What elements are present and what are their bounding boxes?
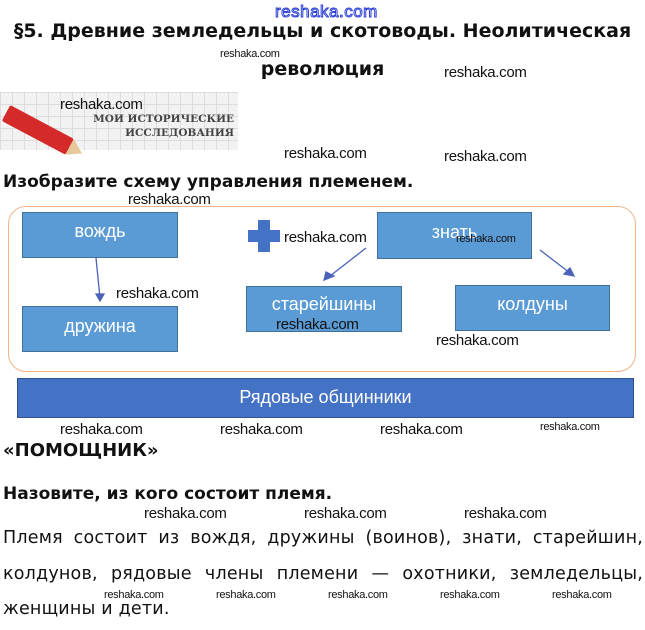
- watermark: reshaka.com: [304, 505, 387, 522]
- task-heading-tribe: Назовите, из кого состоит племя.: [3, 484, 333, 504]
- plus-icon: [248, 220, 280, 252]
- watermark: reshaka.com: [328, 589, 388, 601]
- helper-heading: «ПОМОЩНИК»: [3, 440, 159, 461]
- box-commoners: Рядовые общинники: [17, 378, 634, 418]
- banner-line2: ИССЛЕДОВАНИЯ: [125, 127, 234, 139]
- arrow-nobility-sorcerers: [539, 249, 571, 274]
- arrow-chief-squad: [95, 257, 101, 299]
- arrow-nobility-elders: [329, 247, 367, 277]
- box-sorcerers: колдуны: [455, 285, 610, 331]
- answer-text: Племя состоит из вождя, дружины (воинов)…: [3, 528, 643, 619]
- watermark: reshaka.com: [60, 96, 143, 113]
- watermark: reshaka.com: [216, 589, 276, 601]
- diagram-arrows: [94, 220, 576, 303]
- watermark: reshaka.com: [440, 589, 500, 601]
- box-chief: вождь: [22, 212, 178, 258]
- watermark: reshaka.com: [144, 505, 227, 522]
- watermark: reshaka.com: [540, 421, 600, 433]
- watermark: reshaka.com: [444, 64, 527, 81]
- watermark: reshaka.com: [456, 233, 516, 245]
- watermark: reshaka.com: [284, 145, 367, 162]
- watermark: reshaka.com: [220, 48, 280, 60]
- box-nobility: знать: [377, 212, 532, 259]
- box-squad: дружина: [22, 306, 178, 352]
- page-title: §5. Древние земледельцы и скотоводы. Нео…: [13, 20, 632, 42]
- watermark: reshaka.com: [220, 421, 303, 438]
- watermark: reshaka.com: [276, 316, 359, 333]
- watermark: reshaka.com: [380, 421, 463, 438]
- research-banner: МОИ ИСТОРИЧЕСКИЕ ИССЛЕДОВАНИЯ: [0, 92, 238, 155]
- watermark: reshaka.com: [284, 229, 367, 246]
- page-title-line2: революция: [260, 58, 385, 80]
- banner-line1: МОИ ИСТОРИЧЕСКИЕ: [93, 113, 234, 125]
- watermark: reshaka.com: [552, 589, 612, 601]
- task-heading-scheme: Изобразите схему управления племенем.: [3, 172, 414, 192]
- diagram-frame: [8, 206, 636, 372]
- watermark: reshaka.com: [436, 332, 519, 349]
- watermark: reshaka.com: [60, 421, 143, 438]
- box-elders: старейшины: [246, 286, 402, 332]
- watermark-logo: reshaka.com: [275, 2, 378, 22]
- watermark: reshaka.com: [104, 589, 164, 601]
- watermark: reshaka.com: [464, 505, 547, 522]
- watermark: reshaka.com: [116, 285, 199, 302]
- watermark: reshaka.com: [444, 148, 527, 165]
- banner-text: МОИ ИСТОРИЧЕСКИЕ ИССЛЕДОВАНИЯ: [86, 112, 234, 140]
- watermark: reshaka.com: [128, 191, 211, 208]
